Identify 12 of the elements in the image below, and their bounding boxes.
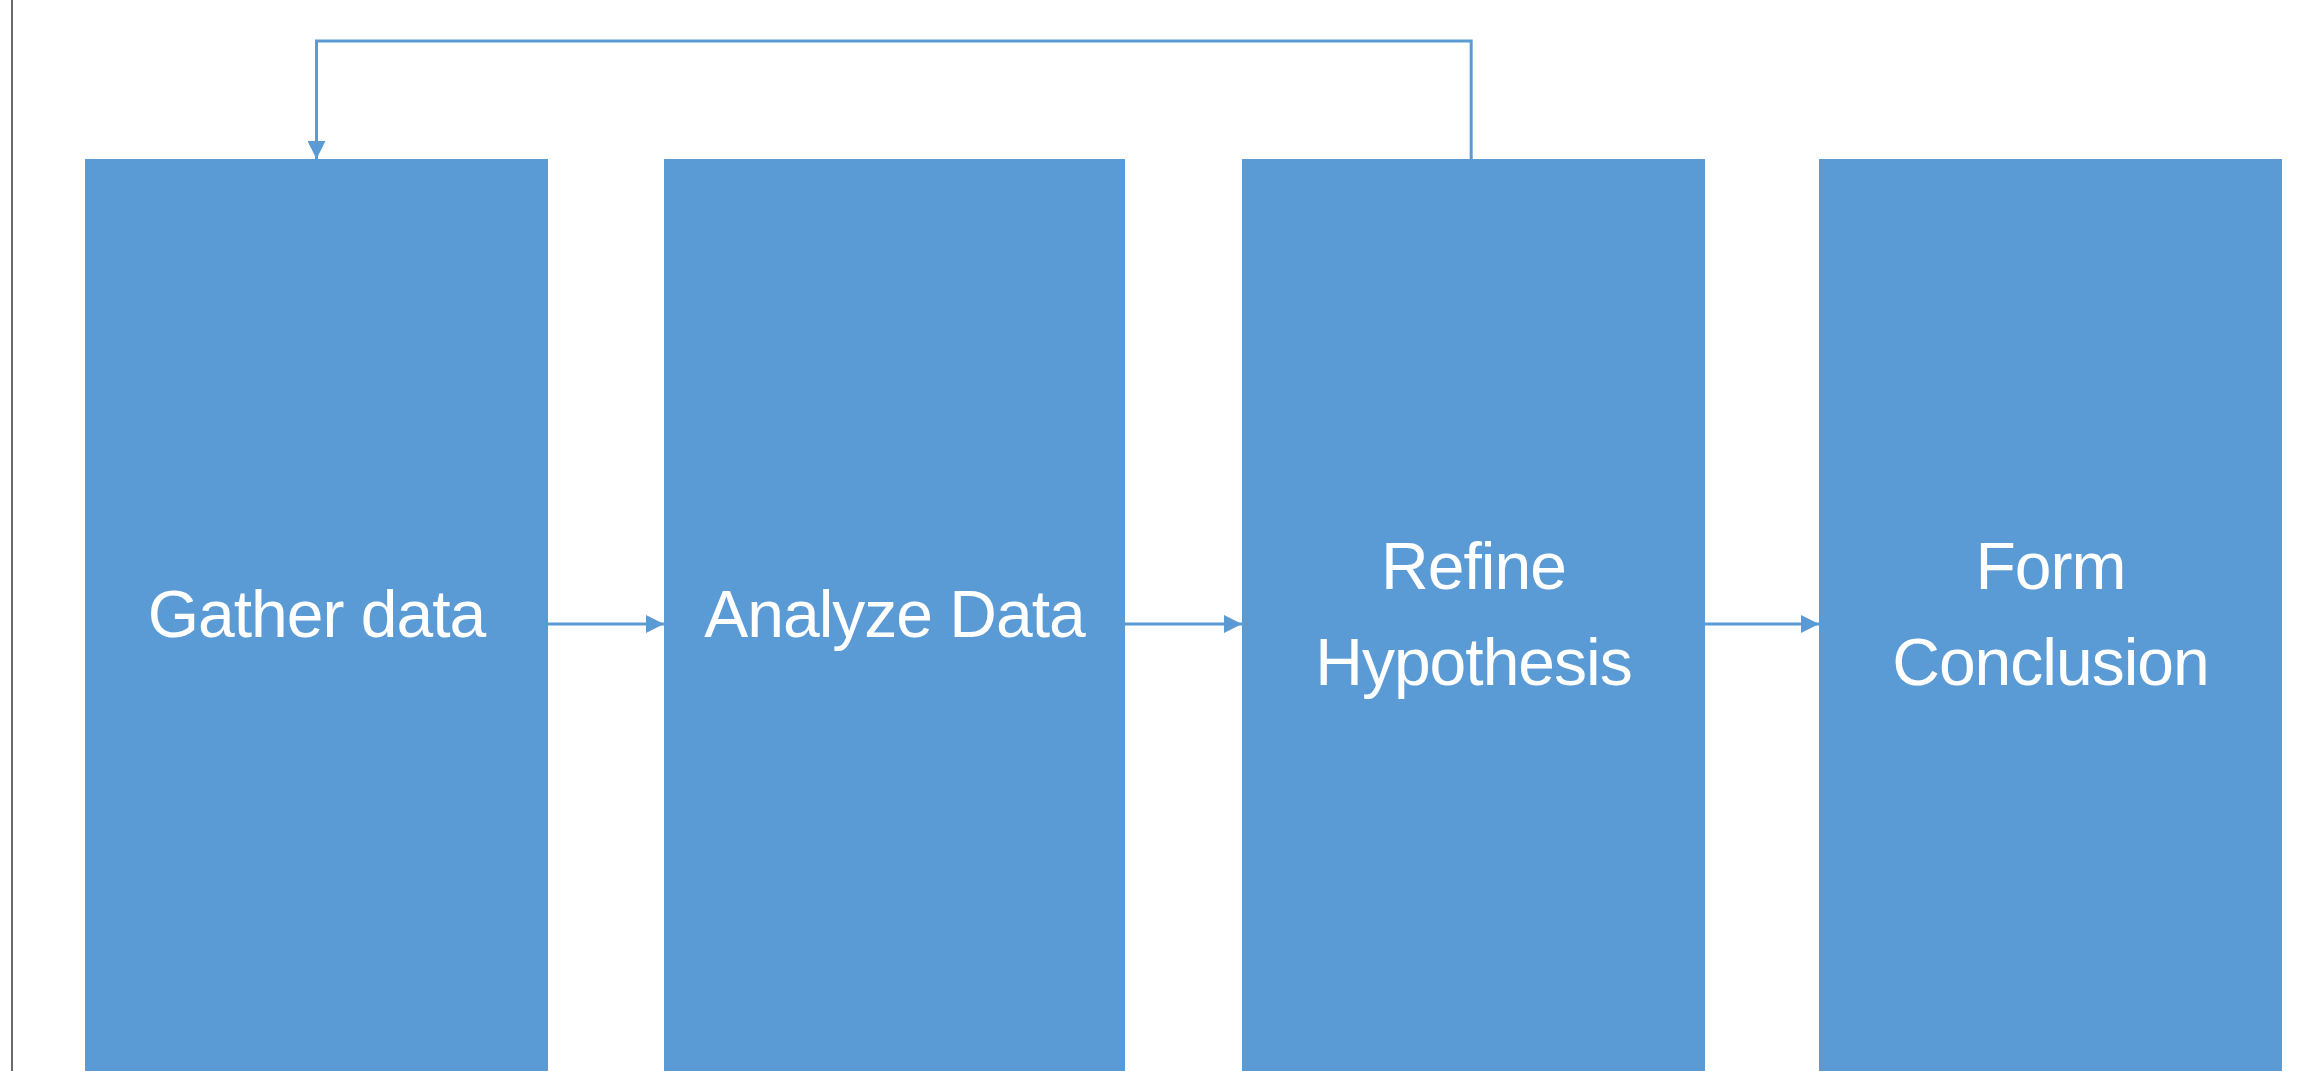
box-label: Refine Hypothesis (1314, 528, 1633, 701)
box-label: Analyze Data (704, 576, 1085, 654)
arrow (307, 39, 1473, 159)
process-box (1242, 159, 1705, 1071)
process-box (85, 159, 548, 1071)
arrow (1125, 615, 1242, 633)
arrow (548, 615, 664, 633)
arrow (1705, 615, 1819, 633)
process-box (1819, 159, 2282, 1071)
process-box (664, 159, 1125, 1071)
box-label: Gather data (147, 576, 486, 654)
box-label: Form Conclusion (1891, 528, 2210, 701)
